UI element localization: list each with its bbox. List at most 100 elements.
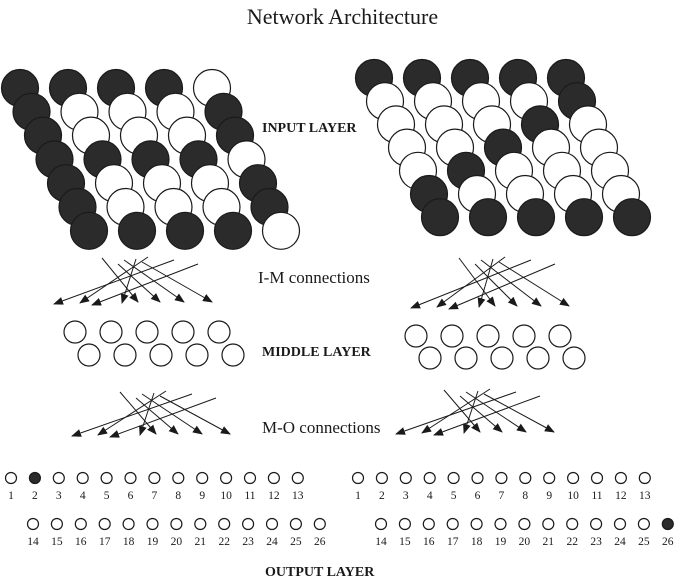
left-input-grid-node [69,211,109,250]
left-output-node [313,517,326,531]
right-output-node [542,517,555,531]
output-node-number: 4 [79,490,86,502]
right-output-node [399,471,412,485]
output-node-number: 8 [175,490,182,502]
output-node-number: 16 [423,536,435,548]
connection-arrow [474,263,518,307]
im-connection-arrows [53,256,570,310]
right-output-node [374,517,388,531]
left-input-grid-node [261,211,301,250]
connection-arrow [459,395,503,433]
left-output-node [146,517,159,531]
left-output-node [267,471,280,485]
connection-arrow [139,392,155,436]
right-output-node [589,517,603,531]
output-node-number: 13 [639,490,651,502]
left-output-node [50,517,64,531]
left-output-node [194,517,207,531]
right-output-node [471,471,484,485]
connection-arrow [395,391,517,435]
connection-arrow [53,259,175,305]
output-node-number: 18 [122,536,135,548]
left-output-node [100,471,113,485]
output-node-number: 11 [244,490,256,502]
connection-arrow [135,397,179,435]
connection-arrow [159,395,231,435]
right-middle-node [548,324,572,348]
right-output-node [447,471,460,485]
connection-arrow [91,263,199,306]
output-node-number: 10 [567,490,579,502]
left-middle-node [185,343,209,367]
right-output-node [351,471,365,485]
right-input-grid-node [612,198,652,237]
right-middle-node [562,346,586,370]
left-output-node [265,517,279,531]
connection-arrow [498,261,570,307]
right-input-grid-node [516,198,556,237]
output-node-number: 13 [292,490,304,502]
connection-arrow [79,256,149,304]
right-output-node [637,517,651,531]
output-node-number: 21 [542,536,555,548]
connection-arrow [483,393,555,433]
left-output-node [196,471,209,485]
left-middle-node [77,343,101,367]
left-output-node [26,517,40,531]
right-output-node [375,471,388,485]
left-middle-node [221,343,245,367]
right-output-node [470,517,483,531]
right-output-node [543,471,556,485]
connection-arrow [141,261,213,303]
right-input-grid-node [468,198,508,237]
output-node-number: 9 [546,490,553,502]
connection-arrow [109,397,217,438]
left-output-node [98,517,111,531]
right-output-node [638,471,651,485]
right-input-grid-node [564,198,604,237]
output-node-number: 11 [591,490,603,502]
output-node-number: 24 [266,536,278,548]
left-output-node [172,471,185,485]
middle-layer-label: MIDDLE LAYER [262,345,371,360]
left-middle-node [63,320,87,344]
output-node-number: 17 [446,536,459,548]
connection-arrow [463,390,479,434]
output-node-number: 15 [51,536,63,548]
input-layer-grids [0,58,652,250]
output-node-number: 14 [27,536,39,548]
left-output-node [28,471,42,485]
left-output-node [289,517,302,531]
left-output-node [170,517,183,531]
output-node-number: 20 [518,536,531,548]
right-output-node [422,517,435,531]
output-layer-label: OUTPUT LAYER [265,565,375,580]
connection-arrow [477,258,494,308]
left-output-node [74,517,87,531]
connection-arrow [120,258,137,304]
output-node-number: 9 [199,490,206,502]
left-input-grid-node [165,211,205,250]
right-middle-node [440,324,464,348]
right-middle-node [490,346,514,370]
connection-arrow [97,390,167,436]
right-middle-node [526,346,550,370]
right-output-node [423,471,436,485]
input-layer-label: INPUT LAYER [262,121,357,136]
left-output-node [52,471,65,485]
connection-arrow [448,263,556,310]
left-output-node [148,471,161,485]
right-output-node [398,517,411,531]
output-node-number: 6 [474,490,481,502]
left-middle-node [149,343,173,367]
output-node-number: 17 [98,536,111,548]
output-node-number: 22 [218,536,230,548]
output-node-number: 3 [402,490,409,502]
output-node-number: 8 [522,490,529,502]
connection-arrow [433,395,541,436]
output-node-number: 26 [662,536,674,548]
output-node-number: 1 [8,490,14,502]
connection-arrow [436,256,506,308]
middle-layer-nodes [63,320,586,370]
left-output-node [124,471,137,485]
